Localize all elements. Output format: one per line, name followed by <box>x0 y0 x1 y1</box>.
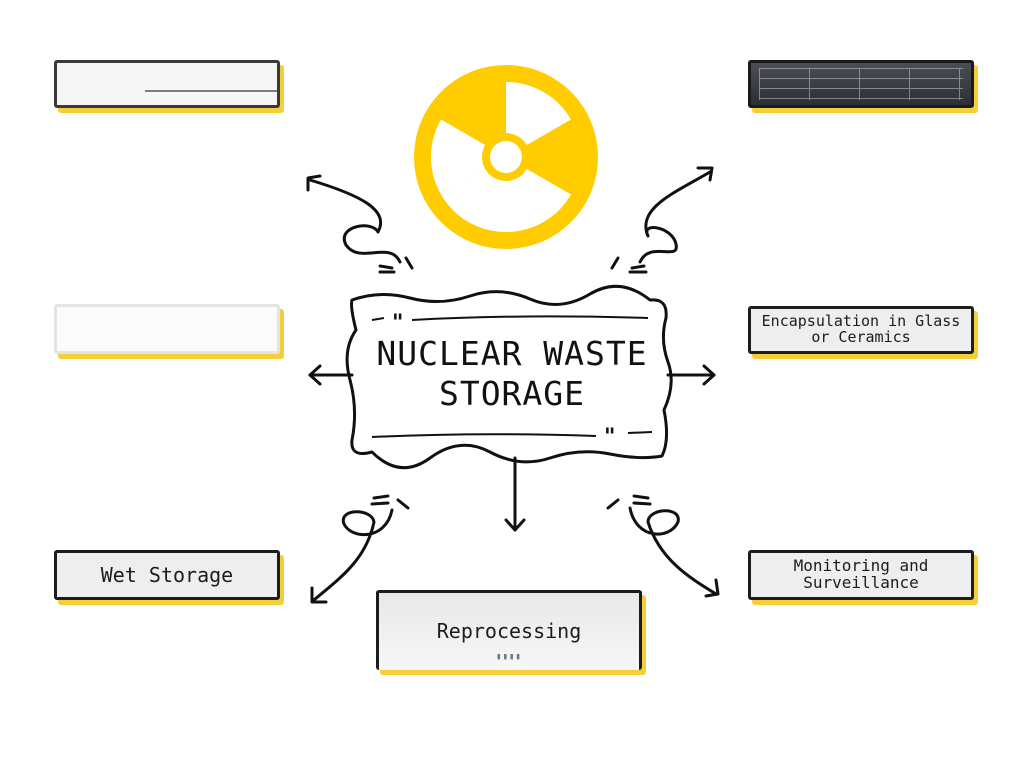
node-top-left <box>54 60 280 108</box>
node-mid-left <box>54 304 280 354</box>
node-bottom-center: Reprocessing ▮▮▮▮ <box>376 590 642 670</box>
node-bottom-left: Wet Storage <box>54 550 280 600</box>
node-bottom-right: Monitoring and Surveillance <box>748 550 974 600</box>
center-frame <box>345 284 673 470</box>
center-title-line2: STORAGE <box>438 374 586 413</box>
center-title-line1: NUCLEAR WASTE <box>376 334 648 374</box>
node-bottom-right-label: Monitoring and Surveillance <box>793 556 929 592</box>
svg-text:": " <box>392 311 403 336</box>
radiation-icon <box>414 65 598 249</box>
node-top-left-mark <box>145 90 277 93</box>
node-bottom-center-marks: ▮▮▮▮ <box>496 651 522 662</box>
node-mid-right-label: Encapsulation in Glass or Ceramics <box>761 312 961 346</box>
center-title: NUCLEAR WASTE STORAGE <box>356 300 668 448</box>
node-top-right-grid <box>759 68 963 100</box>
node-bottom-left-label: Wet Storage <box>100 562 234 587</box>
node-mid-right: Encapsulation in Glass or Ceramics <box>748 306 974 354</box>
node-bottom-center-label: Reprocessing <box>436 619 582 643</box>
svg-text:": " <box>604 425 615 450</box>
node-top-right <box>748 60 974 108</box>
